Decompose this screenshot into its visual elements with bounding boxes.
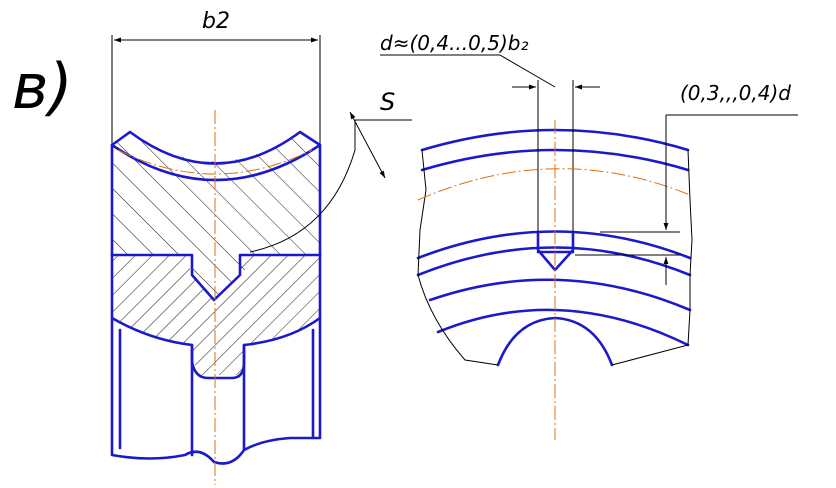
gap-dimension-label: S [380,88,395,116]
right-view: d≈(0,4...0,5)b₂ (0,3,,,0,4)d [380,31,798,440]
gap-dimension-line [349,111,386,179]
break-line-left [417,149,499,366]
upper-hatched-section [112,132,320,298]
lower-part-outline [110,253,322,380]
figure-label: в) [12,50,73,123]
left-section-view: b2 S [110,9,412,485]
width-dimension-label: b2 [202,9,230,34]
break-line-right [611,149,693,366]
diameter-dimension-label: d≈(0,4...0,5)b₂ [380,31,528,55]
lower-hatched-section [112,255,320,375]
upper-part-outline [110,130,322,257]
depth-dimension-label: (0,3,,,0,4)d [680,81,791,105]
